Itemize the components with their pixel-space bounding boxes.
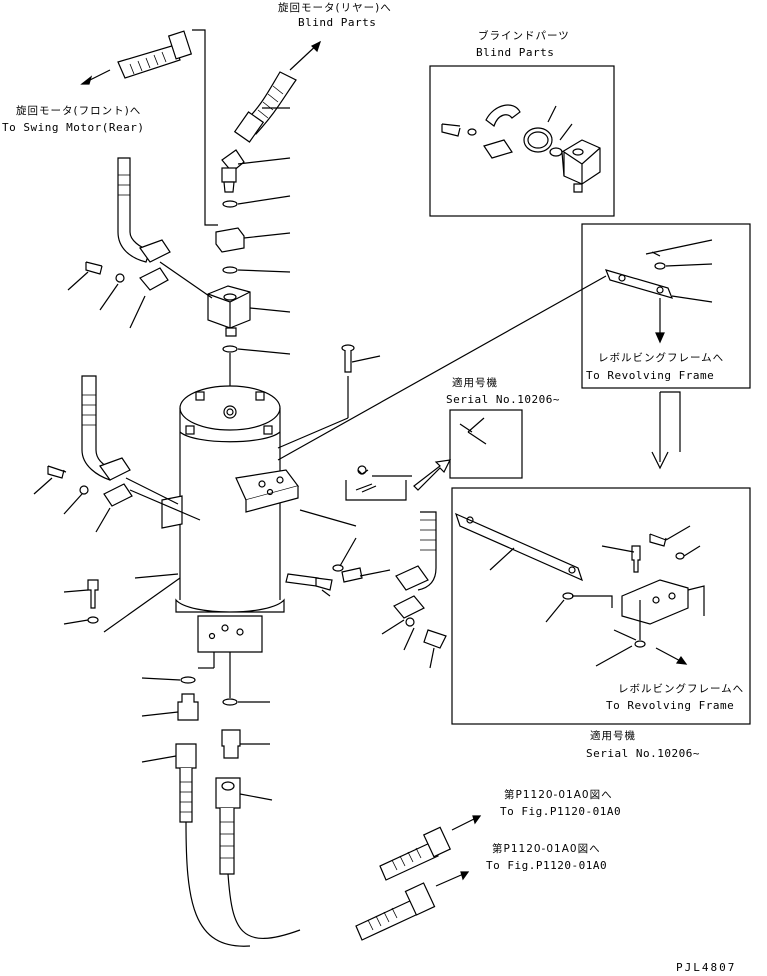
detail-small xyxy=(345,409,523,501)
serial-number-label-2: Serial No.10206~ xyxy=(586,747,700,760)
revolving-frame-box-1 xyxy=(277,223,751,470)
swing-motor-rear-jp-label: 旋回モータ(リヤー)へ xyxy=(278,2,392,14)
drawing-code-label: PJL4807 xyxy=(676,961,737,974)
bottom-fittings xyxy=(141,652,301,947)
to-revolving-frame-label-1: To Revolving Frame xyxy=(586,369,715,382)
to-fig-label-2: To Fig.P1120-01A0 xyxy=(486,859,608,872)
hose-top-left xyxy=(80,29,218,226)
blind-parts-jp-label: ブラインドパーツ xyxy=(478,30,570,42)
applicable-serial-jp-label-2: 適用号機 xyxy=(590,730,636,742)
to-revolving-frame-label-2: To Revolving Frame xyxy=(606,699,735,712)
serial-number-label-1: Serial No.10206~ xyxy=(446,393,560,406)
revolving-frame-jp-label-1: レボルビングフレームへ xyxy=(598,352,725,364)
hoses-to-fig xyxy=(355,815,482,941)
applicable-serial-jp-label-1: 適用号機 xyxy=(452,377,498,389)
pin-top xyxy=(277,344,381,449)
to-fig-label-1: To Fig.P1120-01A0 xyxy=(500,805,622,818)
right-hose-fittings xyxy=(285,509,447,669)
blind-parts-top-label: Blind Parts xyxy=(298,16,377,29)
swivel-joint xyxy=(103,385,300,653)
blind-parts-box-label: Blind Parts xyxy=(476,46,555,59)
fitting-stack xyxy=(207,149,291,408)
left-hose-upper xyxy=(67,157,213,329)
left-hose-lower xyxy=(33,375,201,533)
blind-parts-box xyxy=(429,65,615,217)
swing-motor-front-jp-label: 旋回モータ(フロント)へ xyxy=(16,105,142,117)
bolt-washer-left xyxy=(63,579,99,625)
hose-top-center xyxy=(233,40,322,143)
fig-ref-jp-label-2: 第P1120-01A0図へ xyxy=(492,843,601,855)
to-swing-motor-rear-label: To Swing Motor(Rear) xyxy=(2,121,145,134)
revolving-frame-box-2 xyxy=(451,487,751,725)
fig-ref-jp-label-1: 第P1120-01A0図へ xyxy=(504,789,613,801)
revolving-frame-jp-label-2: レボルビングフレームへ xyxy=(618,683,745,695)
